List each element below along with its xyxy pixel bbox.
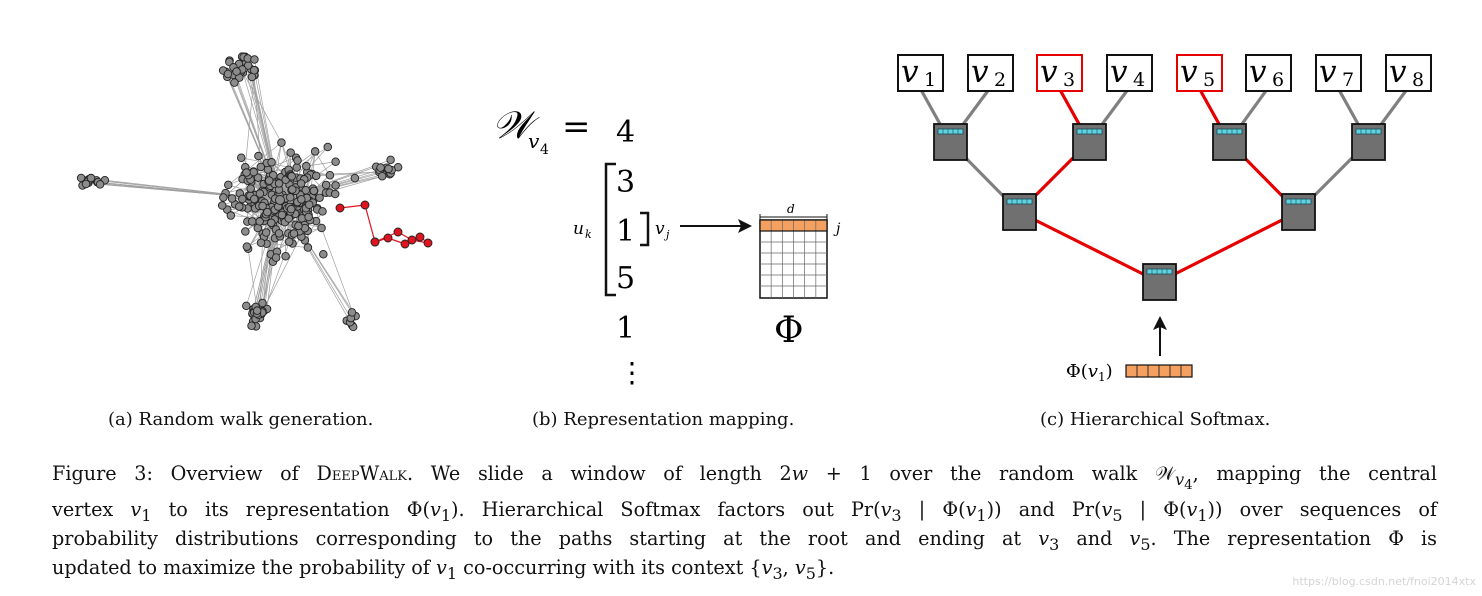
watermark: https://blog.csdn.net/fnoi2014xtx — [1292, 575, 1476, 588]
walk-node — [415, 232, 425, 242]
vj-label: v — [655, 219, 665, 239]
leaf-label: v — [901, 54, 919, 90]
input-label-prefix: Φ( — [1066, 361, 1088, 382]
walk-equals: = — [562, 107, 591, 147]
phi-label: Φ — [774, 310, 804, 351]
leaf-label: v — [1180, 54, 1198, 90]
input-label-var: v — [1088, 361, 1098, 382]
walk-node — [370, 237, 380, 247]
walk-node — [360, 200, 370, 210]
caption-line-3: probability distributions corresponding … — [52, 526, 1437, 554]
inner-node-l1-1 — [933, 123, 968, 161]
caption-c: (c) Hierarchical Softmax. — [1040, 409, 1271, 430]
leaf-index: 7 — [1342, 69, 1354, 91]
leaf-label: v — [1040, 54, 1058, 90]
leaf-label: v — [1249, 54, 1267, 90]
leaf-index: 6 — [1272, 69, 1284, 91]
root-node — [1142, 263, 1177, 301]
inner-node-l2-1 — [1002, 193, 1037, 231]
leaf-index: 4 — [1133, 69, 1145, 91]
method-name: DeepWalk — [316, 462, 408, 485]
random-walk-graph — [76, 52, 433, 332]
walk-value-5: 1 — [616, 311, 635, 346]
leaf-label: v — [1319, 54, 1337, 90]
walk-node — [335, 203, 345, 213]
window-bracket — [604, 162, 616, 297]
phi-matrix — [759, 219, 828, 299]
graph-nodes — [76, 52, 433, 332]
leaf-label: v — [1110, 54, 1128, 90]
caption-a: (a) Random walk generation. — [108, 409, 374, 430]
inner-node-l1-3 — [1212, 123, 1247, 161]
walk-value-center: 1 — [616, 214, 635, 249]
leaf-index: 8 — [1412, 69, 1424, 91]
inner-node-l1-4 — [1351, 123, 1386, 161]
random-walk-panel — [0, 0, 520, 400]
center-bracket — [640, 211, 650, 247]
leaf-index: 3 — [1063, 69, 1075, 91]
leaf-label: v — [1389, 54, 1407, 90]
walk-node — [393, 227, 403, 237]
walk-subscript: v — [528, 129, 540, 153]
walk-value-4: 5 — [616, 261, 635, 296]
leaf-index: 5 — [1203, 69, 1215, 91]
walk-node — [423, 238, 433, 248]
caption-b: (b) Representation mapping. — [532, 409, 795, 430]
walk-value-2: 3 — [616, 165, 635, 200]
walk-node — [383, 233, 393, 243]
caption-line-4: updated to maximize the probability of v… — [52, 556, 835, 583]
j-label: j — [833, 221, 841, 237]
vj-index: j — [663, 228, 670, 241]
uk-label: u — [573, 219, 584, 239]
caption-line-1: Figure 3: Overview of DeepWalk. We slide… — [52, 462, 1437, 494]
leaf-label: v — [971, 54, 989, 90]
caption-line-2: vertex v1 to its representation Φ(v1). H… — [52, 497, 1438, 525]
walk-subscript-index: 4 — [540, 142, 549, 158]
leaf-index: 2 — [994, 69, 1006, 91]
uk-index: k — [585, 228, 592, 241]
d-label: d — [787, 202, 795, 216]
inner-node-l2-2 — [1281, 193, 1316, 231]
input-embedding-vector — [1125, 364, 1193, 378]
leaf-index: 1 — [924, 69, 936, 91]
walk-value-1: 4 — [616, 115, 635, 150]
mapping-arrow-head — [738, 219, 752, 233]
input-label-index: 1 — [1098, 370, 1106, 384]
figure-caption: Figure 3: Overview of DeepWalk. We slide… — [52, 462, 1437, 586]
walk-node — [407, 235, 417, 245]
walk-node — [400, 239, 410, 249]
input-arrow-head — [1153, 316, 1167, 330]
inner-node-l1-2 — [1072, 123, 1107, 161]
walk-ellipsis: ⋮ — [618, 356, 646, 389]
representation-mapping-diagram: 𝒲 v 4 = 4 3 1 5 1 ⋮ u k v j d j Φ — [492, 103, 841, 389]
input-label-suffix: ) — [1106, 361, 1113, 382]
representation-mapping-panel: 𝒲 v 4 = 4 3 1 5 1 ⋮ u k v j d j Φ — [470, 0, 870, 400]
svg-text:Φ(v1): Φ(v1) — [1066, 361, 1113, 384]
